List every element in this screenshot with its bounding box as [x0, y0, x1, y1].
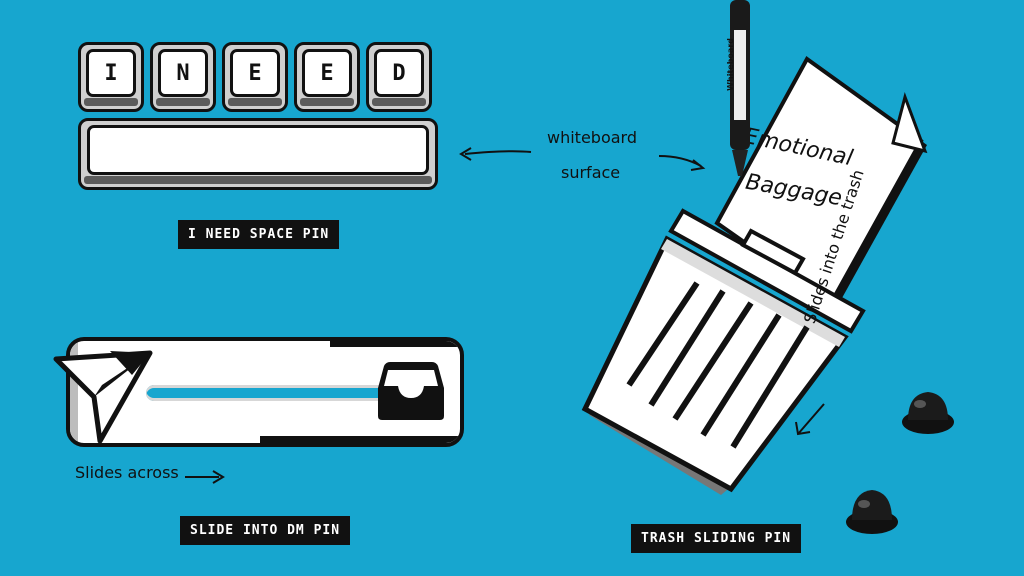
arrow-right-icon	[185, 470, 225, 484]
marker-brand: Whiteboard	[726, 38, 735, 91]
keycap-shadow	[228, 98, 282, 106]
pin-edge	[70, 341, 78, 443]
keycap-shadow	[84, 98, 138, 106]
pin-back-icon	[902, 392, 954, 434]
keycap-letter: D	[374, 49, 424, 97]
keycap-letter: E	[302, 49, 352, 97]
keycap-letter: I	[86, 49, 136, 97]
whiteboard-note-line2: surface	[561, 163, 621, 182]
keycap-letter: E	[230, 49, 280, 97]
keycap-letter: N	[158, 49, 208, 97]
arrow-left-icon	[459, 147, 532, 161]
whiteboard-note-line1: whiteboard	[547, 128, 637, 147]
keycap-shadow	[156, 98, 210, 106]
slide-into-dm-pin-label: SLIDE INTO DM PIN	[180, 516, 351, 545]
whiteboard-marker-icon	[730, 0, 750, 176]
keycap-d: D	[366, 42, 432, 112]
keycap-e-2: E	[294, 42, 360, 112]
spacebar-keycap	[78, 118, 438, 190]
pin-edge-top	[330, 341, 460, 347]
inbox-tray-icon	[378, 362, 444, 420]
keycap-i: I	[78, 42, 144, 112]
slide-track	[146, 385, 440, 401]
trash-sliding-pin	[581, 56, 928, 495]
keycap-shadow	[84, 176, 432, 184]
keycap-shadow	[300, 98, 354, 106]
keycap-shadow	[372, 98, 426, 106]
spacebar-whiteboard-surface	[87, 125, 429, 175]
pin-edge-bottom	[260, 436, 460, 443]
pin-back-icon	[846, 490, 898, 534]
paper-plane-icon	[53, 350, 153, 444]
arrow-right-icon	[658, 155, 706, 171]
arrow-down-left-icon	[795, 403, 825, 436]
keycap-e-1: E	[222, 42, 288, 112]
keycap-n: N	[150, 42, 216, 112]
i-need-space-pin-label: I NEED SPACE PIN	[178, 220, 340, 249]
trash-can-icon	[581, 208, 866, 495]
trash-sliding-pin-label: TRASH SLIDING PIN	[631, 524, 802, 553]
slides-across-note: Slides across	[75, 463, 179, 482]
